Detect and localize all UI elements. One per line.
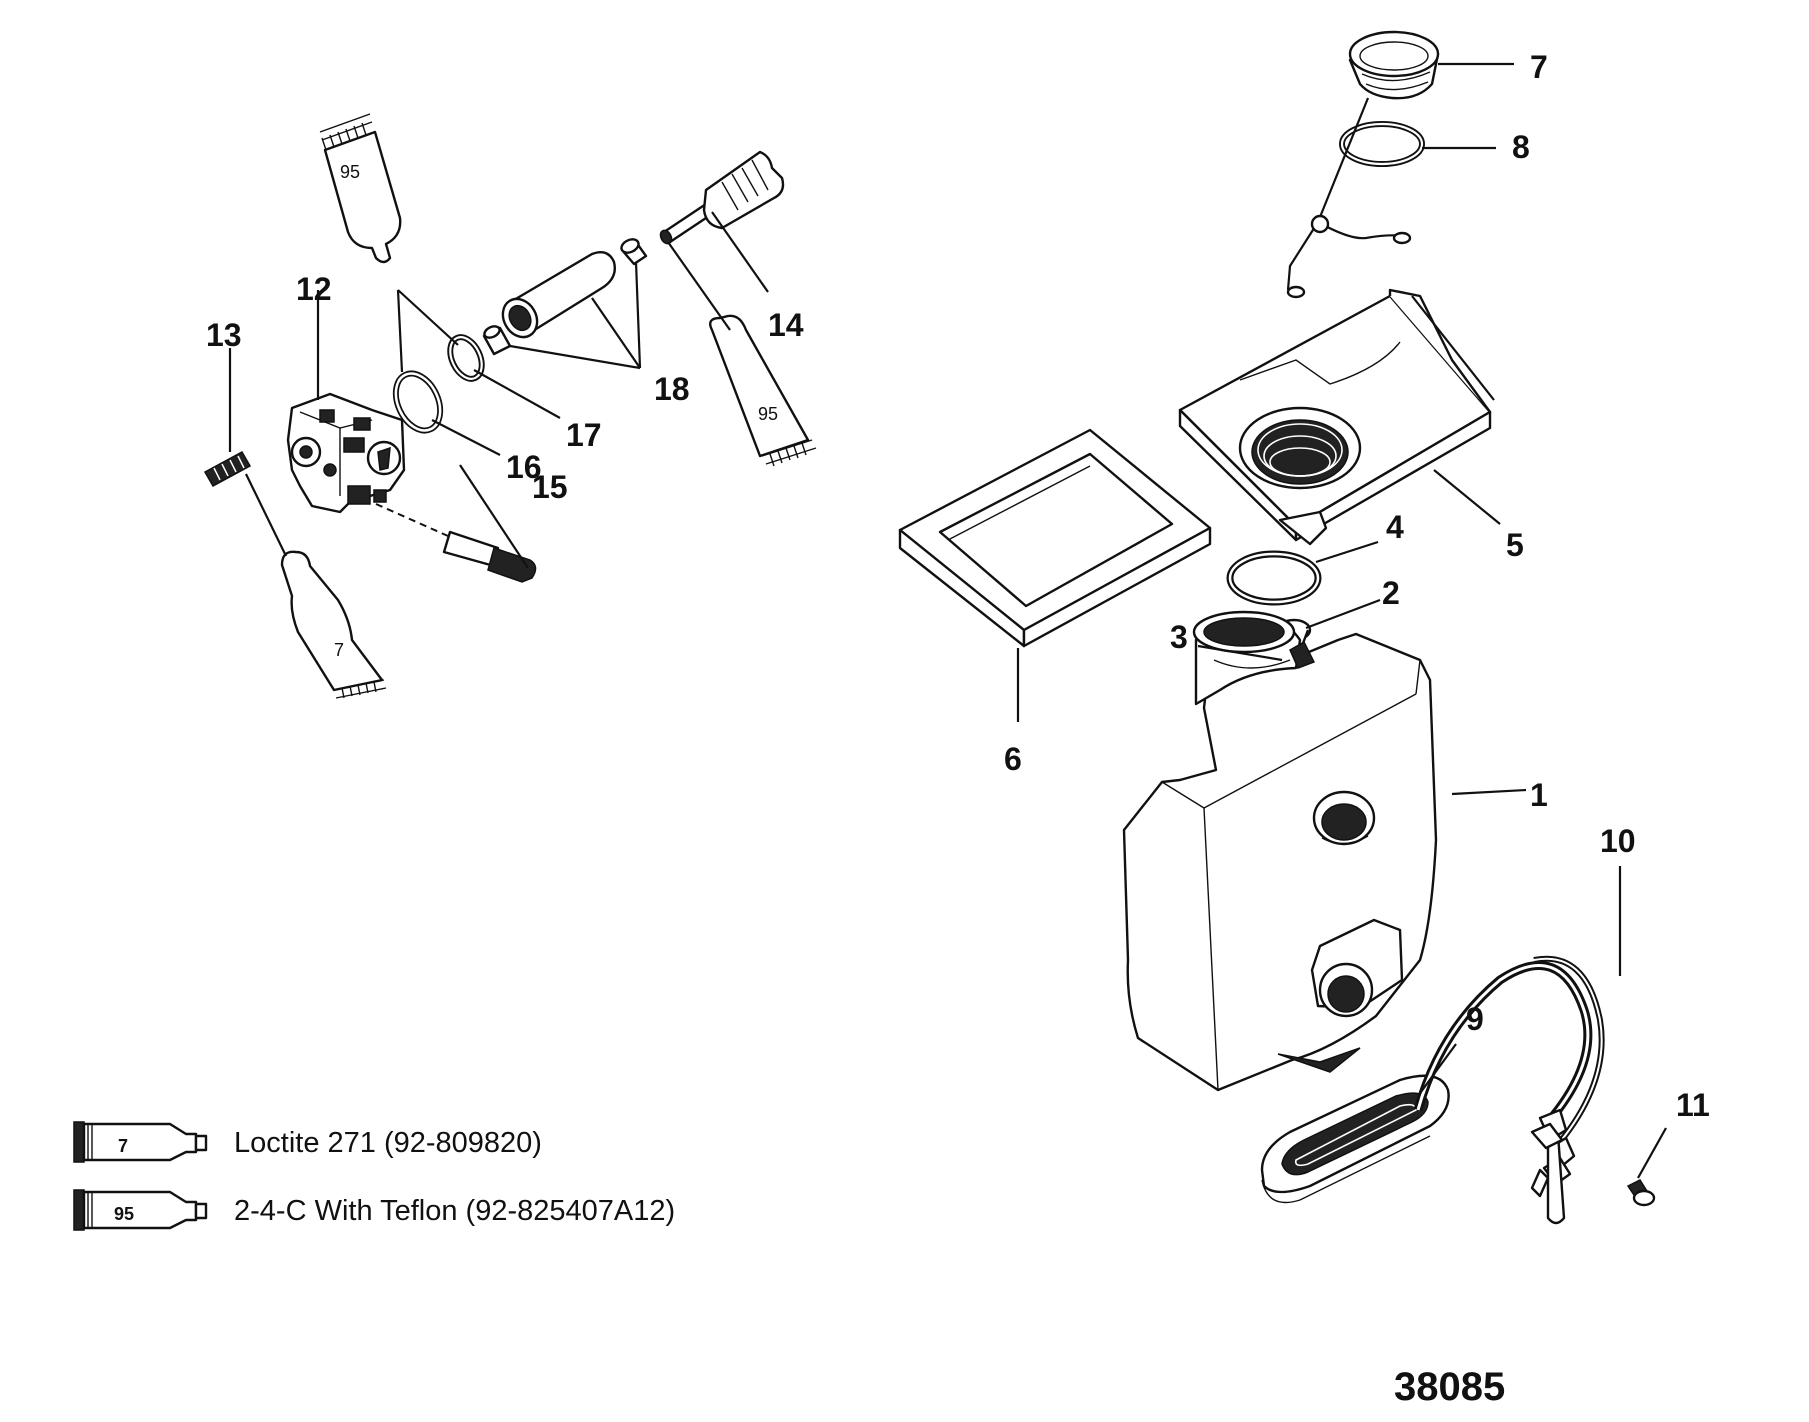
part-15-fitting [442, 530, 537, 583]
callout-labels: 1 2 3 4 5 6 7 8 9 10 11 12 13 14 15 16 1… [206, 49, 1710, 1123]
tube-95-upper: 95 [319, 113, 402, 264]
callout-15: 15 [532, 469, 568, 505]
cap-tether [1286, 97, 1412, 299]
part-17-oring [447, 334, 485, 382]
callout-1: 1 [1530, 777, 1548, 813]
part-10-strap [1413, 955, 1605, 1225]
part-6-gasket [898, 428, 1212, 648]
part-18-components [482, 238, 648, 356]
legend-text-7: Loctite 271 (92-809820) [234, 1127, 542, 1159]
legend: 7 Loctite 271 (92-809820) 95 2-4-C With … [73, 1121, 675, 1231]
part-16-oring [392, 370, 444, 434]
legend-tube-95-label: 95 [114, 1204, 134, 1224]
callout-14: 14 [768, 307, 804, 343]
callout-13: 13 [206, 317, 242, 353]
callout-11: 11 [1676, 1087, 1710, 1123]
document-number: 38085 [1394, 1365, 1505, 1409]
tube-95-lower: 95 [709, 314, 817, 467]
part-11-screw [1626, 1179, 1656, 1207]
legend-entry-7: 7 Loctite 271 (92-809820) [73, 1121, 542, 1163]
part-7-cap [1348, 30, 1440, 100]
part-5-cover [1178, 288, 1492, 546]
legend-text-95: 2-4-C With Teflon (92-825407A12) [234, 1195, 675, 1227]
leader-lines-right [1016, 62, 1667, 1179]
callout-18: 18 [654, 371, 690, 407]
callout-10: 10 [1600, 823, 1636, 859]
callout-17: 17 [566, 417, 602, 453]
part-9-grommet [1260, 1074, 1450, 1204]
part-8-oring [1339, 121, 1425, 167]
tube-label-95-lower: 95 [758, 404, 778, 424]
part-14-shaft [659, 150, 785, 245]
callout-16: 16 [506, 449, 542, 485]
callout-2: 2 [1382, 575, 1400, 611]
callout-4: 4 [1386, 509, 1404, 545]
callout-3: 3 [1170, 619, 1188, 655]
part-1-tank [1122, 610, 1438, 1092]
callout-9: 9 [1466, 1001, 1484, 1037]
callout-8: 8 [1512, 129, 1530, 165]
callout-12: 12 [296, 271, 332, 307]
part-4-oring [1226, 550, 1322, 606]
legend-tube-7-label: 7 [118, 1136, 128, 1156]
legend-entry-95: 95 2-4-C With Teflon (92-825407A12) [73, 1189, 675, 1231]
callout-6: 6 [1004, 741, 1022, 777]
part-13-screw [203, 450, 252, 488]
leader-lines-left [228, 211, 769, 569]
callout-5: 5 [1506, 527, 1524, 563]
tube-7: 7 [280, 550, 387, 699]
callout-7: 7 [1530, 49, 1548, 85]
tube-label-7: 7 [334, 640, 344, 660]
part-12-pump [286, 392, 406, 514]
tube-label-95: 95 [340, 162, 360, 182]
